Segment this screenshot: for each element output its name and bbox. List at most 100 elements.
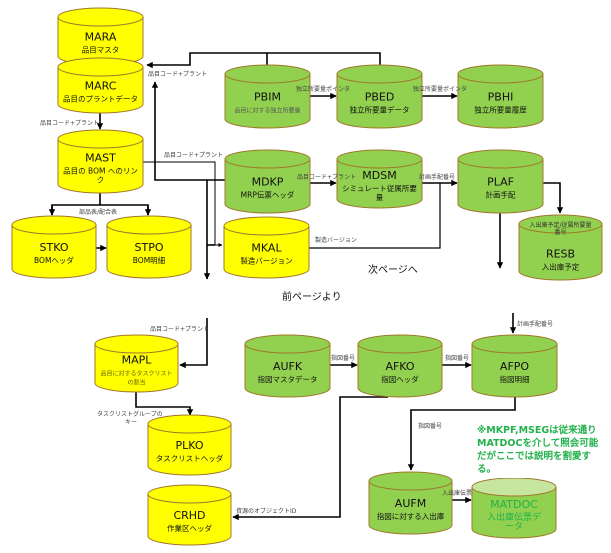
cylinder-body bbox=[224, 159, 311, 214]
note-line: だがここでは説明を割愛す bbox=[477, 450, 592, 462]
cylinder-body bbox=[106, 225, 192, 279]
table-description: ータ bbox=[505, 521, 523, 532]
table-description: BOM明細 bbox=[133, 255, 165, 265]
cylinder-top bbox=[457, 149, 544, 169]
edge-up-to-marc-label bbox=[151, 81, 207, 181]
cylinder-body bbox=[457, 74, 544, 129]
table-code: MATDOC bbox=[490, 498, 538, 511]
table-description: MRP伝票ヘッダ bbox=[241, 190, 295, 200]
edge-mdkp-left bbox=[203, 179, 225, 280]
table-description: 独立所要量履歴 bbox=[474, 105, 527, 115]
table-description: 品目の BOM へのリン bbox=[63, 167, 138, 176]
cylinder-body bbox=[368, 481, 453, 535]
cylinder-top bbox=[244, 334, 331, 354]
table-description: 指図に対する入出庫 bbox=[377, 511, 445, 521]
table-description: ク bbox=[97, 176, 105, 185]
cylinder-top bbox=[368, 471, 453, 491]
table-code: PBIM bbox=[254, 91, 281, 104]
table-description: 品目マスタ bbox=[82, 46, 120, 55]
table-description: 作業区ヘッダ bbox=[167, 523, 212, 533]
cylinder-body bbox=[94, 344, 179, 393]
table-code: PLKO bbox=[175, 439, 203, 452]
cylinder-top bbox=[224, 64, 311, 84]
table-code: PLAF bbox=[487, 176, 514, 189]
edge-label: 品目コード+プラント bbox=[40, 120, 99, 127]
cylinder-body bbox=[57, 139, 144, 194]
cylinder-top bbox=[106, 215, 192, 235]
table-code: PBED bbox=[365, 91, 395, 104]
table-description: 量 bbox=[376, 193, 384, 202]
cylinder-top bbox=[223, 216, 310, 236]
edge-label: 品目コード+プラント bbox=[150, 326, 209, 333]
edge-afko-crhd bbox=[232, 396, 388, 521]
cylinder-body bbox=[336, 159, 423, 209]
table-code: STPO bbox=[135, 241, 164, 254]
table-code: MARC bbox=[85, 80, 117, 93]
edge-label: 品目コード+プラント bbox=[164, 152, 223, 159]
cylinder-top bbox=[471, 477, 557, 497]
note: ※MKPF,MSEGは従来通り MATDOCを介して照会可能 だがここでは説明を… bbox=[470, 422, 605, 478]
edge-label: 計画手配番号 bbox=[419, 173, 455, 181]
table-top-label: 入出庫予定/従属所要量 bbox=[529, 221, 591, 229]
cylinder-body bbox=[518, 224, 603, 281]
table-description: 品目に対するタスクリスト bbox=[100, 370, 172, 378]
table-description: 入出庫伝票デ bbox=[487, 511, 541, 523]
edge-plaf-resb bbox=[543, 182, 564, 214]
edge-label: 製造バージョン bbox=[315, 236, 357, 244]
edge-label: 独立所要量ポインタ bbox=[296, 85, 350, 93]
edge-label: 指図番号 bbox=[331, 354, 355, 362]
cylinder-top bbox=[518, 214, 603, 234]
cylinder-top bbox=[11, 215, 97, 235]
edge-label: 指図番号 bbox=[445, 354, 469, 362]
cylinder-top bbox=[224, 149, 311, 169]
cylinder-top bbox=[94, 334, 179, 354]
edge-prev-mapl bbox=[179, 318, 208, 369]
table-description: 製造バージョン bbox=[240, 256, 292, 266]
edge-label: 計画手配番号 bbox=[517, 320, 553, 328]
table-description: 指図ヘッダ bbox=[381, 374, 419, 384]
edge-label: 品目コード+プラント bbox=[148, 71, 207, 78]
edge-label: タスクリストグループの bbox=[97, 410, 163, 418]
table-description: 計画手配 bbox=[486, 190, 516, 200]
table-description: 独立所要量データ bbox=[350, 105, 410, 115]
cylinder-body bbox=[457, 159, 544, 214]
edge-label: 指図番号 bbox=[418, 422, 442, 430]
cylinder-top bbox=[57, 7, 144, 27]
table-code: PBHI bbox=[488, 91, 514, 104]
edge-label: 資源のオブジェクトID bbox=[236, 507, 297, 515]
cylinder-body bbox=[224, 74, 311, 129]
cylinder-top bbox=[457, 64, 544, 84]
note-line: ※MKPF,MSEGは従来通り bbox=[477, 424, 597, 436]
cylinder-top bbox=[57, 57, 144, 77]
edge-mapl-plko bbox=[135, 390, 194, 416]
note-line: る。 bbox=[477, 464, 496, 475]
note-line: MATDOCを介して照会可能 bbox=[477, 437, 599, 449]
edge-label: 品目コード+プラント bbox=[297, 174, 356, 181]
table-description: タスクリストヘッダ bbox=[156, 453, 224, 463]
table-code: MKAL bbox=[251, 242, 282, 255]
cylinder-top bbox=[471, 334, 558, 354]
cylinder-body bbox=[471, 344, 558, 398]
table-code: MAST bbox=[85, 152, 116, 165]
cylinder-body bbox=[471, 487, 557, 539]
edge-top-to-marc bbox=[146, 52, 381, 69]
next-page-ref: 次ページへ bbox=[368, 263, 418, 276]
table-description: 指図マスタデータ bbox=[258, 374, 318, 384]
